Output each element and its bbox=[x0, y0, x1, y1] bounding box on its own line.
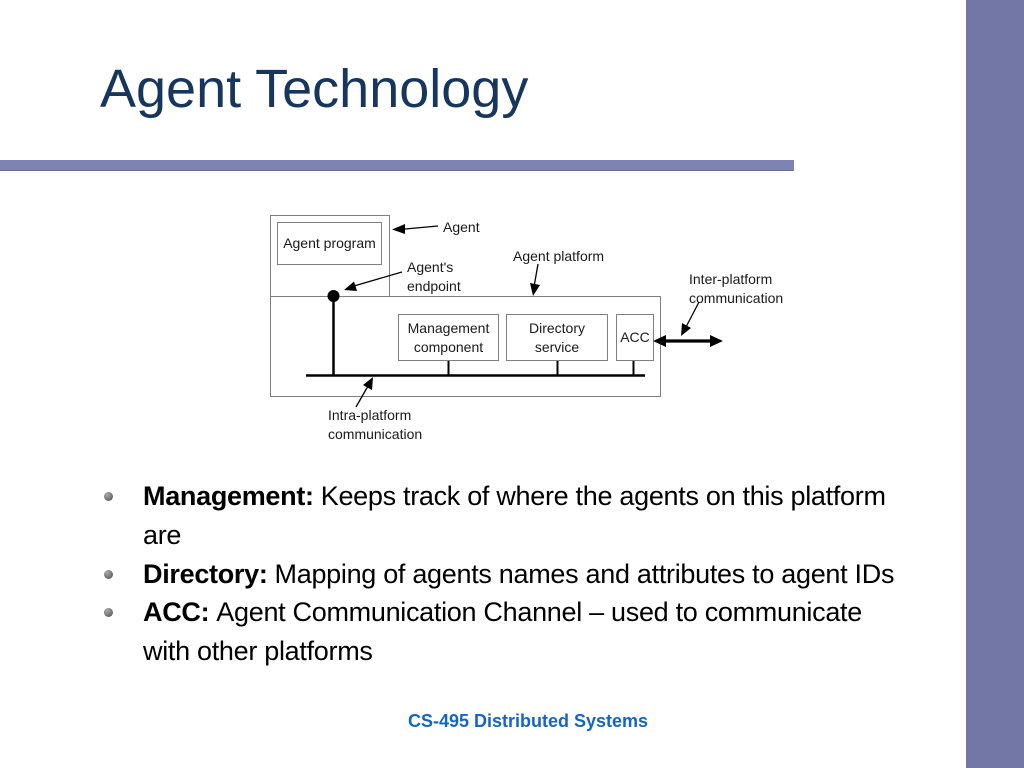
bullet-text-line1: Agent Communication Channel – used to co… bbox=[216, 597, 862, 628]
bullet-icon bbox=[104, 608, 113, 618]
agent-arrowhead-icon bbox=[392, 224, 405, 234]
list-item: Directory:Mapping of agents names and at… bbox=[104, 555, 894, 594]
bullet-icon bbox=[104, 569, 113, 579]
slide-accent-bar bbox=[966, 0, 1024, 768]
inter-platform-line2: communication bbox=[689, 290, 784, 306]
bullet-term: Management: bbox=[143, 481, 314, 511]
intra-platform-callout: Intra-platform communication bbox=[328, 406, 422, 444]
inter-platform-line1: Inter-platform bbox=[689, 271, 773, 287]
title-divider bbox=[0, 160, 794, 171]
management-label-line1: Management bbox=[407, 319, 490, 336]
agents-endpoint-line2: endpoint bbox=[407, 278, 461, 294]
management-component-box: Management component bbox=[398, 314, 499, 361]
platform-arrowhead-icon bbox=[530, 283, 540, 296]
list-item: Management:Keeps track of where the agen… bbox=[104, 477, 894, 555]
management-label-line2: component bbox=[413, 338, 484, 355]
bullet-term: ACC: bbox=[143, 597, 210, 628]
agents-endpoint-callout: Agent's endpoint bbox=[407, 258, 461, 296]
agent-program-box: Agent program bbox=[277, 222, 382, 265]
agent-platform-callout: Agent platform bbox=[513, 248, 605, 264]
page-title: Agent Technology bbox=[100, 59, 529, 119]
bullet-term: Directory: bbox=[143, 558, 268, 589]
inter-arrowhead-icon bbox=[681, 323, 691, 336]
acc-label: ACC bbox=[620, 329, 650, 345]
bullet-text-line1: Mapping of agents names and attributes t… bbox=[274, 558, 895, 589]
directory-label-line1: Directory bbox=[528, 319, 585, 336]
inter-platform-callout: Inter-platform communication bbox=[689, 270, 783, 308]
agents-endpoint-line1: Agent's bbox=[407, 259, 454, 275]
list-item: ACC:Agent Communication Channel – used t… bbox=[104, 593, 894, 671]
inter-platform-arrowhead-right-icon bbox=[710, 335, 723, 347]
intra-platform-line1: Intra-platform bbox=[328, 407, 412, 423]
directory-label-line2: service bbox=[534, 338, 580, 355]
agent-callout: Agent bbox=[443, 219, 480, 235]
bullet-text-line1: Keeps track of where the agents on this … bbox=[320, 481, 886, 511]
directory-service-box: Directory service bbox=[506, 314, 608, 361]
bullet-text-line2: are bbox=[143, 519, 182, 550]
acc-box: ACC bbox=[616, 314, 654, 361]
bullet-text-line2: with other platforms bbox=[143, 636, 373, 667]
bullet-icon bbox=[104, 492, 113, 501]
agent-program-label: Agent program bbox=[283, 235, 376, 251]
intra-platform-line2: communication bbox=[328, 426, 423, 442]
platform-pointer-line bbox=[533, 263, 539, 288]
footer-text: CS-495 Distributed Systems bbox=[407, 711, 649, 731]
agent-pointer-line bbox=[404, 225, 439, 230]
bullet-list: Management:Keeps track of where the agen… bbox=[104, 477, 894, 671]
